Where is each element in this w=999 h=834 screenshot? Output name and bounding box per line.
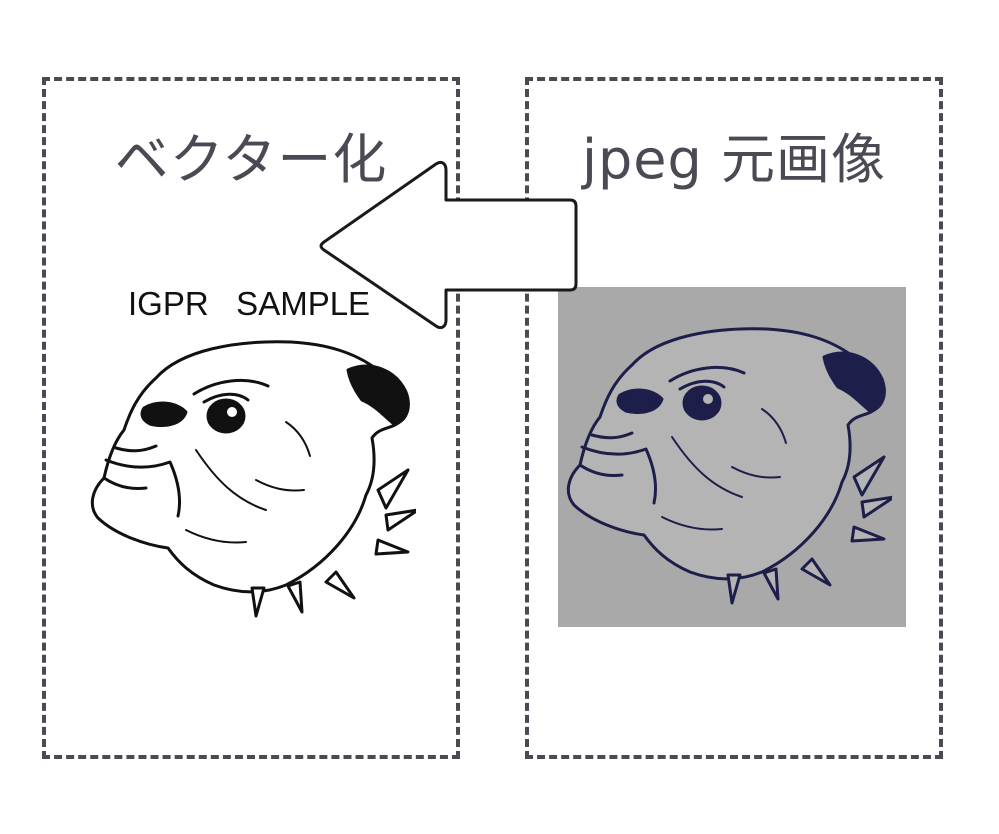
bulldog-photo-print (566, 327, 892, 605)
fabric-photo (558, 287, 906, 627)
sample-watermark-label: IGPR SAMPLE (128, 285, 371, 322)
vector-panel: ベクター化 (42, 77, 460, 759)
original-panel-title: jpeg 元画像 (582, 128, 886, 191)
left-arrow-icon (319, 160, 578, 330)
bulldog-vector-image (90, 340, 416, 618)
original-panel: jpeg 元画像 (525, 77, 943, 759)
vector-panel-title: ベクター化 (114, 128, 388, 191)
